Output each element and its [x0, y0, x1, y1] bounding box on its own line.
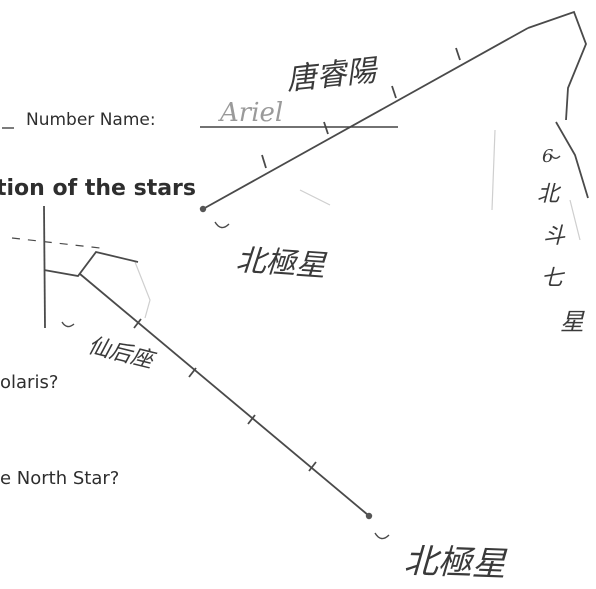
- big-dipper-number: 6: [542, 146, 553, 167]
- big-dipper-label-1: 北: [537, 176, 559, 208]
- cassiopeia-pointer-line: [80, 274, 368, 515]
- big-dipper-label-4: 星: [560, 302, 584, 337]
- section-heading-fragment: tion of the stars: [0, 176, 196, 201]
- question-polaris-fragment: olaris?: [0, 372, 58, 393]
- cassiopeia-dashed-line: [12, 238, 100, 248]
- number-name-label: Number Name:: [26, 110, 156, 130]
- student-name-value: Ariel: [220, 98, 283, 128]
- question-north-star-fragment: e North Star?: [0, 468, 119, 489]
- polaris-label-upper: 北極星: [235, 235, 328, 285]
- polaris-star-dot: [200, 206, 206, 212]
- big-dipper-outline: [528, 12, 588, 198]
- big-dipper-label-3: 七: [541, 260, 563, 292]
- polaris-star-dot-lower: [366, 513, 372, 519]
- polaris-label-lower: 北極星: [403, 533, 507, 586]
- pencil-traces: [135, 130, 580, 318]
- student-chinese-name: 唐睿陽: [284, 45, 378, 98]
- big-dipper-label-2: 斗: [543, 218, 565, 250]
